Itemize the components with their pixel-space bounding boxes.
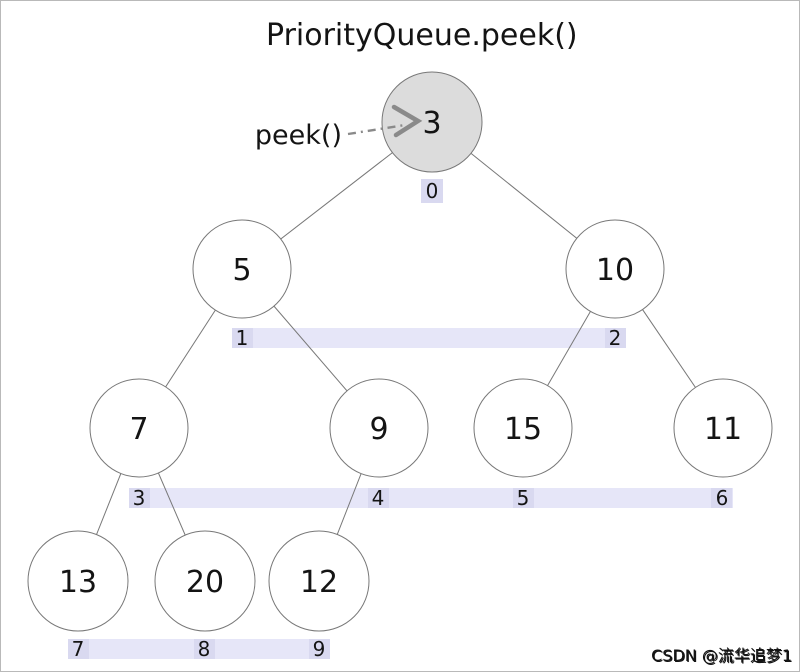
node-value-3: 7 — [129, 412, 148, 447]
tree-node-7 — [27, 530, 129, 632]
tree-node-3 — [89, 378, 189, 478]
index-label-6: 6 — [716, 486, 729, 510]
peek-arrow-head-icon — [391, 104, 423, 138]
watermark-shadow: CSDN @流华追梦1 — [652, 647, 793, 666]
index-label-boxes — [68, 179, 732, 659]
tree-node-1 — [192, 219, 292, 319]
index-bands — [68, 328, 733, 659]
tree-node-4 — [329, 378, 429, 478]
index-box-7 — [68, 639, 89, 659]
tree-node-6 — [673, 378, 773, 478]
index-label-2: 2 — [609, 326, 622, 350]
peek-label: peek() — [255, 120, 342, 151]
node-value-1: 5 — [232, 253, 251, 288]
index-box-1 — [232, 328, 253, 348]
node-value-5: 15 — [504, 412, 542, 447]
index-box-9 — [309, 639, 330, 659]
index-label-9: 9 — [313, 637, 326, 661]
tree-nodes — [27, 71, 773, 632]
watermark-text: CSDN @流华追梦1 — [651, 646, 792, 665]
index-label-4: 4 — [372, 486, 385, 510]
index-box-4 — [368, 488, 389, 508]
tree-node-8 — [154, 530, 256, 632]
index-label-7: 7 — [72, 637, 85, 661]
index-label-0: 0 — [426, 179, 439, 203]
tree-edges — [77, 121, 724, 582]
node-value-4: 9 — [369, 412, 388, 447]
tree-node-2 — [565, 219, 665, 319]
index-box-3 — [129, 488, 150, 508]
node-value-2: 10 — [596, 253, 634, 288]
tree-node-5 — [473, 378, 573, 478]
index-labels: 0 1 2 3 4 5 6 7 8 9 — [72, 179, 729, 661]
page-title: PriorityQueue.peek() — [266, 18, 578, 53]
index-label-3: 3 — [133, 486, 146, 510]
index-band-level-3 — [129, 488, 733, 508]
node-value-root: 3 — [422, 106, 441, 141]
index-box-2 — [605, 328, 626, 348]
index-band-level-2 — [232, 328, 625, 348]
index-label-1: 1 — [236, 326, 249, 350]
index-box-5 — [513, 488, 534, 508]
index-box-0 — [421, 179, 443, 203]
watermark: CSDN @流华追梦1 CSDN @流华追梦1 — [651, 646, 793, 666]
node-value-6: 11 — [704, 412, 742, 447]
index-box-6 — [711, 488, 732, 508]
index-box-8 — [194, 639, 215, 659]
tree-node-9 — [268, 530, 370, 632]
tree-node-root — [381, 71, 483, 173]
index-label-8: 8 — [198, 637, 211, 661]
node-value-9: 12 — [300, 565, 338, 600]
peek-annotation: peek() — [255, 104, 423, 151]
node-values: 3 5 10 7 9 15 11 13 20 12 — [59, 106, 742, 600]
node-value-8: 20 — [186, 565, 224, 600]
node-value-7: 13 — [59, 565, 97, 600]
index-label-5: 5 — [517, 486, 530, 510]
